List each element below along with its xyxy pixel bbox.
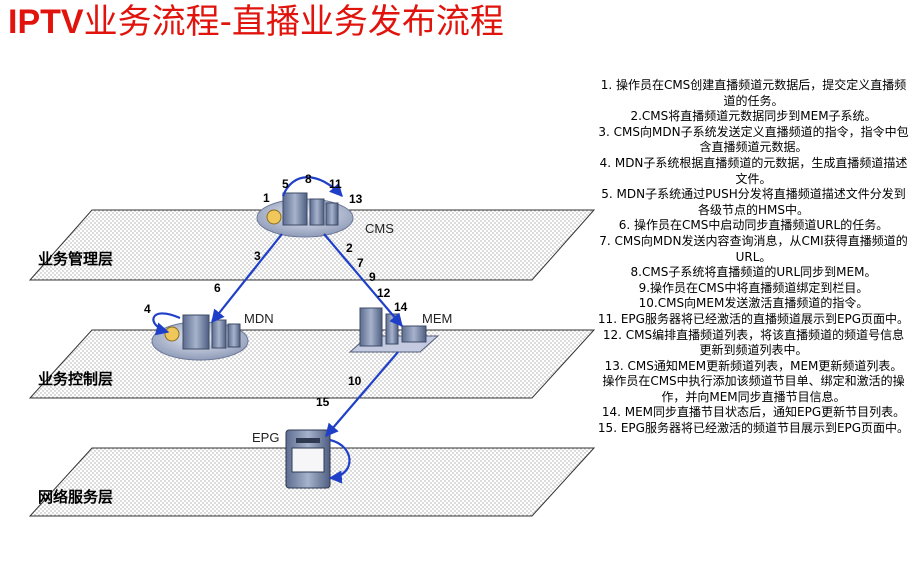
cms-label: CMS xyxy=(365,221,394,236)
mem-label: MEM xyxy=(422,311,452,326)
step-number: 3 xyxy=(254,249,261,263)
step-number: 13 xyxy=(349,192,363,206)
step-item: 15. EPG服务器将已经激活的频道节目展示到EPG页面中。 xyxy=(597,421,910,436)
plane-management xyxy=(28,209,596,281)
step-item: 10.CMS向MEM发送激活直播频道的指令。 xyxy=(638,296,869,311)
step-item: 1. 操作员在CMS创建直播频道元数据后，提交定义直播频道的任务。 xyxy=(600,78,907,108)
step-number: 1 xyxy=(263,191,270,205)
epg-label: EPG xyxy=(252,430,279,445)
step-list: 1. 操作员在CMS创建直播频道元数据后，提交定义直播频道的任务。 2.CMS将… xyxy=(597,78,910,437)
step-item: 12. CMS编排直播频道列表，将该直播频道的频道号信息更新到频道列表中。 xyxy=(602,327,905,358)
process-diagram: 业务管理层 业务控制层 网络服务层 CMS MDN MEM EPG xyxy=(28,172,596,517)
step-item: 5. MDN子系统通过PUSH分发将直播频道描述文件分发到各级节点的HMS中。 xyxy=(601,187,906,217)
mdn-node-icon xyxy=(151,314,249,361)
step-item: 2.CMS将直播频道元数据同步到MEM子系统。 xyxy=(630,109,877,124)
arrow-cms-to-mdn xyxy=(211,233,283,324)
step-number: 6 xyxy=(214,281,221,295)
step-number: 14 xyxy=(394,300,408,314)
step-item: 4. MDN子系统根据直播频道的元数据，生成直播频道描述文件。 xyxy=(599,155,908,186)
step-number: 9 xyxy=(369,270,376,284)
arrow-cms-to-mem xyxy=(323,233,403,328)
layer-label-management: 业务管理层 xyxy=(38,250,113,268)
step-item: 3. CMS向MDN子系统发送定义直播频道的指令，指令中包含直播频道元数据。 xyxy=(598,124,909,155)
step-number: 4 xyxy=(144,302,151,316)
layer-label-control: 业务控制层 xyxy=(38,370,113,388)
step-item: 8.CMS子系统将直播频道的URL同步到MEM。 xyxy=(630,265,877,280)
step-number: 11 xyxy=(329,177,342,191)
step-item: 14. MEM同步直播节目状态后，通知EPG更新节目列表。 xyxy=(601,405,906,420)
step-number: 15 xyxy=(316,395,330,409)
mdn-label: MDN xyxy=(244,311,274,326)
step-number: 2 xyxy=(346,241,353,255)
step-item: 操作员在CMS中执行添加该频道节目单、绑定和激活的操作，并向MEM同步直播节目信… xyxy=(602,374,905,404)
step-item: 13. CMS通知MEM更新频道列表，MEM更新频道列表。 xyxy=(604,358,903,373)
plane-control xyxy=(28,329,596,399)
step-number: 12 xyxy=(377,286,391,300)
step-number: 10 xyxy=(348,374,362,388)
epg-node-icon xyxy=(285,429,331,489)
cms-node-icon xyxy=(256,192,354,238)
title-latin: IPTV xyxy=(8,3,84,41)
step-item: 6. 操作员在CMS中启动同步直播频道URL的任务。 xyxy=(618,218,889,233)
step-number: 7 xyxy=(357,256,364,270)
arrow-mem-to-epg xyxy=(325,351,399,438)
arrow-mdn-self-loop xyxy=(152,312,181,336)
step-number: 5 xyxy=(282,177,289,191)
arrow-epg-self-loop xyxy=(328,438,351,484)
step-item: 11. EPG服务器将已经激活的直播频道展示到EPG页面中。 xyxy=(597,311,910,326)
step-item: 9.操作员在CMS中将直播频道绑定到栏目。 xyxy=(638,280,869,295)
layer-label-network: 网络服务层 xyxy=(38,488,113,506)
page-title: IPTV业务流程-直播业务发布流程 xyxy=(8,2,504,42)
title-rest: 业务流程-直播业务发布流程 xyxy=(83,2,504,42)
step-item: 7. CMS向MDN发送内容查询消息，从CMI获得直播频道的URL。 xyxy=(599,233,908,264)
arrow-cms-self-loop xyxy=(281,176,343,197)
mem-node-icon xyxy=(348,307,440,353)
step-number: 8 xyxy=(305,172,312,186)
